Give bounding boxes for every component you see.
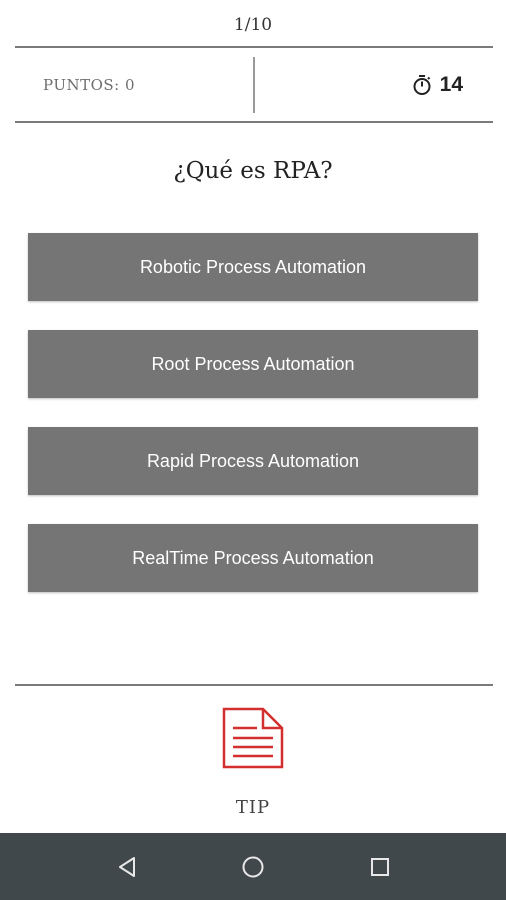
bottom-divider <box>15 684 493 686</box>
answer-button-4[interactable]: RealTime Process Automation <box>28 524 478 592</box>
answer-button-3[interactable]: Rapid Process Automation <box>28 427 478 495</box>
score-divider <box>253 57 255 113</box>
points-label: PUNTOS: 0 <box>43 76 136 94</box>
document-icon[interactable] <box>221 706 285 775</box>
android-nav-bar <box>0 833 506 900</box>
stopwatch-icon <box>412 74 432 96</box>
progress-indicator: 1/10 <box>233 15 273 35</box>
top-divider <box>15 46 493 48</box>
tip-button[interactable]: TIP <box>0 706 506 818</box>
score-bar: PUNTOS: 0 14 <box>15 49 493 122</box>
back-triangle-icon[interactable] <box>113 853 141 881</box>
answer-button-1[interactable]: Robotic Process Automation <box>28 233 478 301</box>
answer-button-2[interactable]: Root Process Automation <box>28 330 478 398</box>
home-circle-icon[interactable] <box>239 853 267 881</box>
tip-label[interactable]: TIP <box>235 797 271 818</box>
recents-square-icon[interactable] <box>366 853 394 881</box>
question-text: ¿Qué es RPA? <box>173 158 333 184</box>
timer-value: 14 <box>439 73 463 96</box>
score-bottom-divider <box>15 121 493 123</box>
timer: 14 <box>412 73 463 97</box>
